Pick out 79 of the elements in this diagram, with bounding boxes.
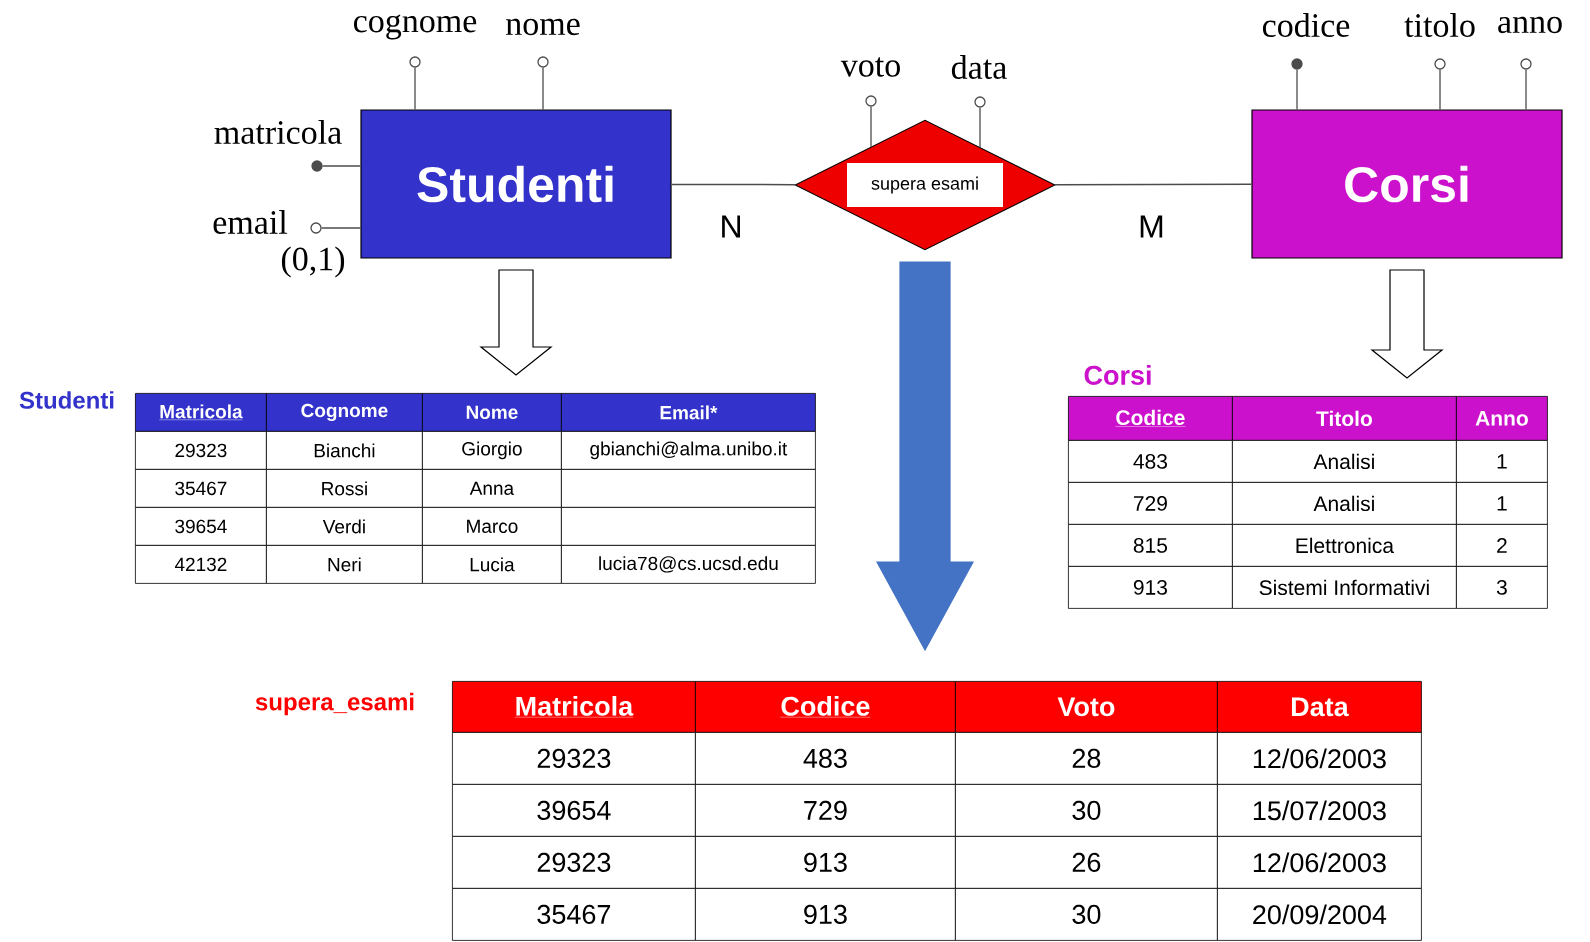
- attribute-line: [321, 227, 362, 229]
- table-cell: 913: [1068, 566, 1233, 609]
- block-arrow: [1370, 269, 1444, 379]
- attribute-label: titolo: [1404, 13, 1475, 37]
- header-cell: Matricola: [135, 393, 267, 432]
- table-cell: Verdi: [266, 507, 423, 546]
- table-cell: Rossi: [266, 469, 423, 508]
- table-cell: 20/09/2004: [1217, 888, 1422, 941]
- header-cell: Email*: [561, 393, 816, 432]
- table-cell: 3: [1456, 566, 1548, 609]
- attribute-line: [1296, 69, 1298, 111]
- attribute-label: nome: [506, 18, 580, 36]
- table-cell: 29323: [452, 732, 696, 785]
- entity-box: Corsi: [1251, 109, 1563, 259]
- table-cell: 26: [955, 836, 1218, 889]
- table-cell: 729: [695, 784, 956, 837]
- relationship-line: [670, 183, 796, 186]
- attribute-line: [870, 106, 872, 148]
- table-cell: 30: [955, 784, 1218, 837]
- table-cell: lucia78@cs.ucsd.edu: [561, 545, 816, 584]
- table-cell: 12/06/2003: [1217, 836, 1422, 889]
- attribute-label: codice: [1262, 13, 1350, 37]
- table-cell: gbianchi@alma.unibo.it: [561, 431, 816, 470]
- table-cell: 729: [1068, 482, 1233, 525]
- attribute-line: [1439, 69, 1441, 111]
- table-cell: 913: [695, 888, 956, 941]
- relationship-line: [1054, 183, 1253, 186]
- edge-label: N: [722, 215, 740, 238]
- header-cell: Cognome: [266, 393, 423, 432]
- table-cell: 29323: [452, 836, 696, 889]
- table-cell: 2: [1456, 524, 1548, 567]
- attribute-label: cognome: [354, 14, 477, 40]
- table-cell: Lucia: [422, 545, 562, 584]
- table-cell: 815: [1068, 524, 1233, 567]
- attribute-line: [542, 67, 544, 111]
- table-title: supera_esami: [255, 692, 414, 716]
- table-cell: 35467: [452, 888, 696, 941]
- table-cell: 35467: [135, 469, 267, 508]
- table-title: Studenti: [19, 391, 114, 409]
- attribute-line: [1525, 69, 1527, 111]
- edge-label: M: [1140, 215, 1163, 238]
- attribute-label: anno: [1498, 16, 1562, 34]
- table-cell: Bianchi: [266, 431, 423, 470]
- table-cell: 30: [955, 888, 1218, 941]
- block-arrow: [479, 269, 553, 376]
- header-cell: Codice: [1068, 396, 1233, 441]
- table-cell: Neri: [266, 545, 423, 584]
- attribute-line: [322, 165, 362, 167]
- attribute-label: voto: [840, 57, 900, 77]
- table-cell: 12/06/2003: [1217, 732, 1422, 785]
- table-cell: 483: [1068, 440, 1233, 483]
- table-cell: 29323: [135, 431, 267, 470]
- cardinality-label: (0,1): [281, 246, 345, 278]
- table-cell: 39654: [452, 784, 696, 837]
- table-cell: 1: [1456, 440, 1548, 483]
- table-cell: 42132: [135, 545, 267, 584]
- table-cell: Anna: [422, 469, 562, 508]
- table-cell: 15/07/2003: [1217, 784, 1422, 837]
- header-cell: Data: [1217, 681, 1422, 733]
- attribute-label: data: [951, 55, 1007, 79]
- entity-box: Studenti: [360, 109, 672, 259]
- table-cell: Giorgio: [422, 431, 562, 470]
- table-cell: 39654: [135, 507, 267, 546]
- table-cell: 28: [955, 732, 1218, 785]
- attribute-label: email: [213, 210, 288, 234]
- attribute-line: [414, 67, 416, 111]
- header-cell: Voto: [955, 681, 1218, 733]
- header-cell: Codice: [695, 681, 956, 733]
- block-arrow: [876, 261, 975, 652]
- table-cell: 913: [695, 836, 956, 889]
- attribute-line: [979, 107, 981, 149]
- header-cell: Nome: [422, 393, 562, 432]
- table-cell: 1: [1456, 482, 1548, 525]
- table-cell: Marco: [422, 507, 562, 546]
- table-title: Corsi: [1084, 365, 1151, 385]
- table-cell: 483: [695, 732, 956, 785]
- header-cell: Matricola: [452, 681, 696, 733]
- header-cell: Anno: [1456, 396, 1548, 441]
- attribute-label: matricola: [214, 120, 342, 144]
